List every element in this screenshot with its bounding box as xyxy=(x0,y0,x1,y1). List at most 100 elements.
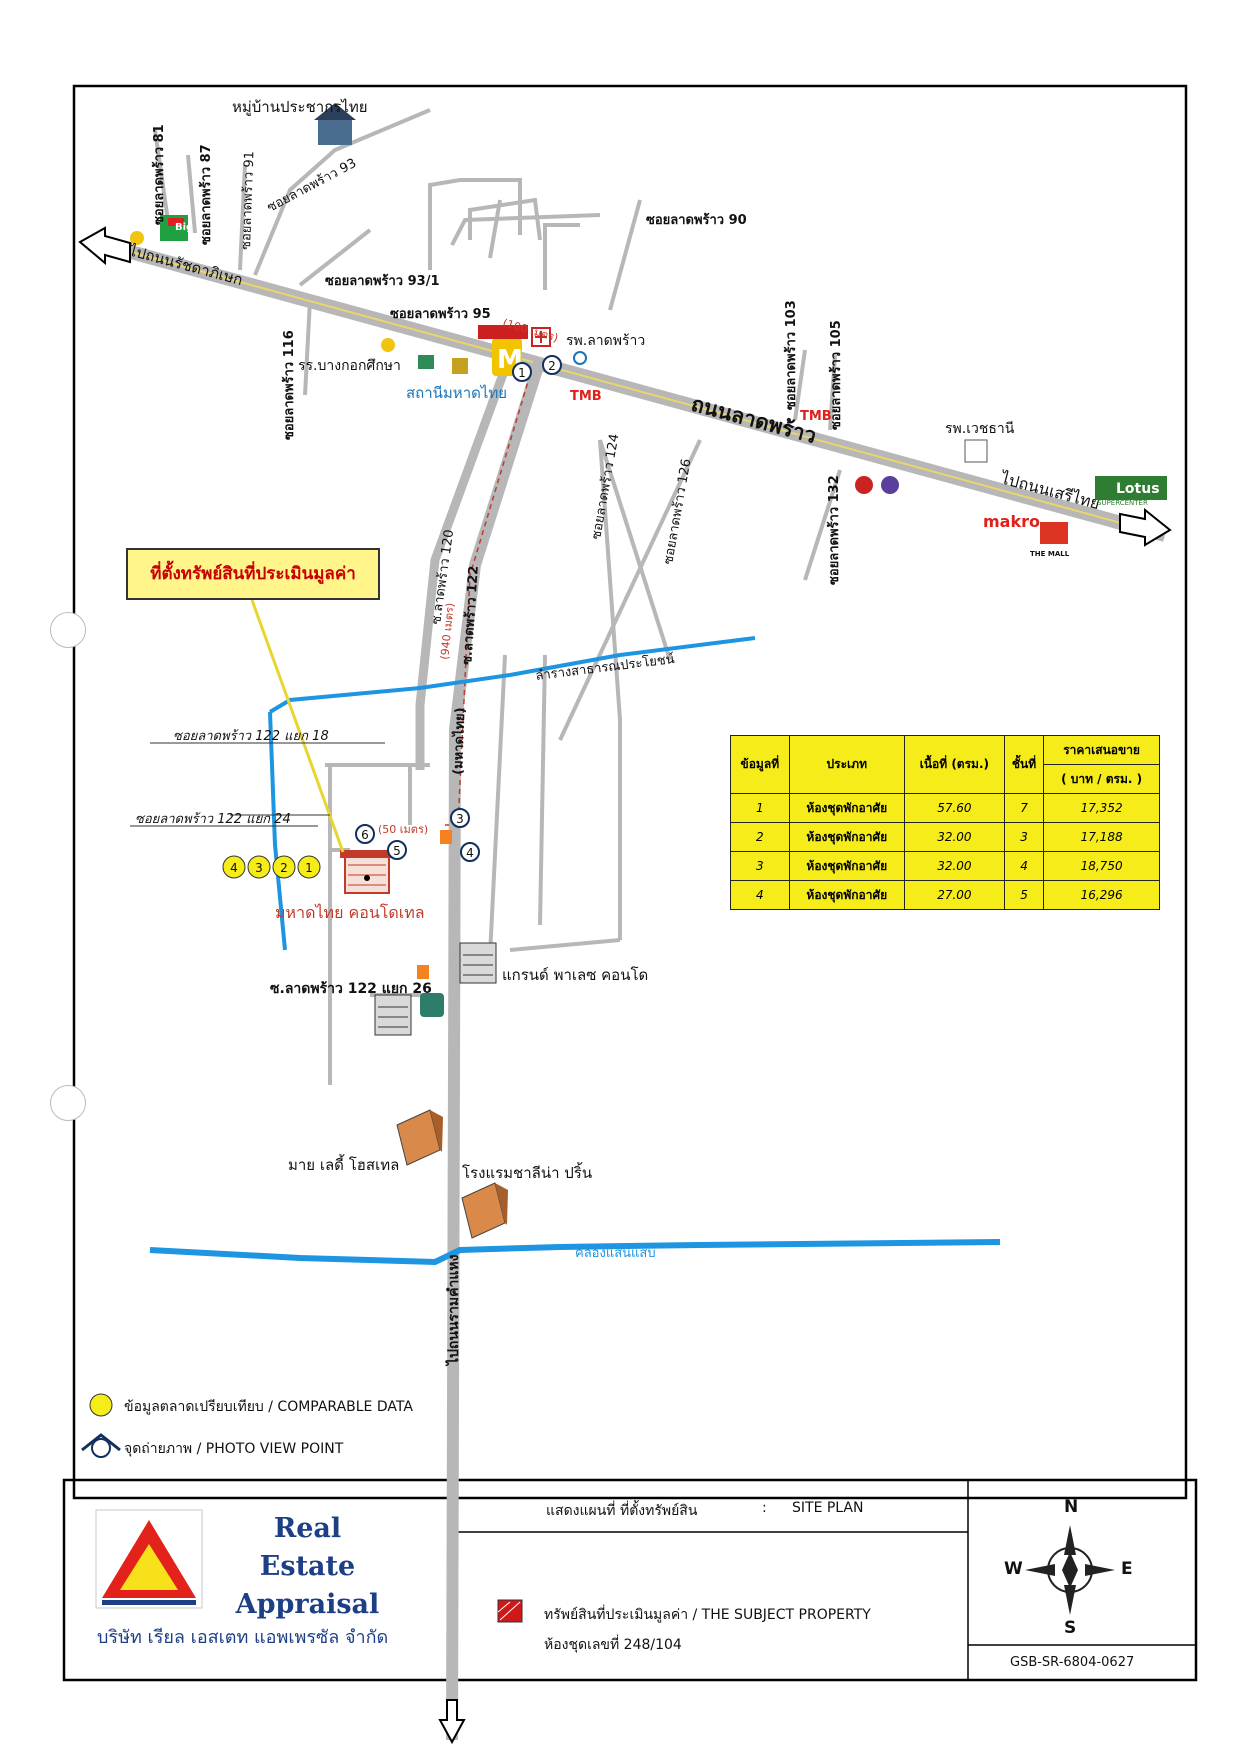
soi-122-road xyxy=(446,358,546,1741)
col-header: ราคาเสนอขาย xyxy=(1043,735,1160,765)
foodland-sign xyxy=(478,325,528,339)
unit-number: ห้องชุดเลขที่ 248/104 xyxy=(544,1637,682,1653)
label-hospital: รพ.ลาดพร้าว xyxy=(566,333,645,349)
scb-icon xyxy=(881,476,899,494)
label-makro: makro xyxy=(983,512,1040,531)
table-cell: 2 xyxy=(730,822,790,852)
table-cell: 27.00 xyxy=(903,880,1005,910)
label-soi-116: ซอยลาดพร้าว 116 xyxy=(281,330,297,440)
label-soi-81: ซอยลาดพร้าว 81 xyxy=(151,124,167,225)
company-logo xyxy=(95,1509,203,1609)
table-cell: ห้องชุดพักอาศัย xyxy=(788,880,905,910)
svg-text:6: 6 xyxy=(361,828,369,842)
vejthani-hospital-icon xyxy=(964,439,988,463)
svg-text:3: 3 xyxy=(456,812,464,826)
distance-route xyxy=(445,374,531,826)
table-row: 4 ห้องชุดพักอาศัย 27.00 5 16,296 xyxy=(730,880,1160,910)
label-lotus-sub: SUPERCENTER xyxy=(1097,499,1148,507)
label-mahatthai: (มหาดไทย) xyxy=(449,707,468,775)
label-soi-122: ซ.ลาดพร้าว 122 xyxy=(459,565,482,665)
legend-comparable: ข้อมูลตลาดเปรียบเทียบ / COMPARABLE DATA xyxy=(124,1399,413,1415)
subject-property-icon xyxy=(340,850,394,894)
label-soi-122-24: ซอยลาดพร้าว 122 แยก 24 xyxy=(135,812,291,827)
label-lotus: Lotus xyxy=(1116,481,1160,497)
table-cell: 16,296 xyxy=(1043,880,1160,910)
bank-icon xyxy=(420,993,444,1017)
svg-text:2: 2 xyxy=(548,359,556,373)
label-distance-50: (50 เมตร) xyxy=(378,823,428,836)
arrow-down-icon xyxy=(438,1699,466,1745)
label-soi-87: ซอยลาดพร้าว 87 xyxy=(198,144,214,245)
label-station: สถานีมหาดไทย xyxy=(406,384,507,402)
legend-comparable-dot xyxy=(89,1393,113,1417)
punch-hole-top xyxy=(50,612,86,648)
table-cell: 3 xyxy=(730,851,790,881)
label-to-ratchada: ไปถนนรัชดาภิเษก xyxy=(126,241,245,289)
table-cell: 1 xyxy=(730,793,790,823)
seven-eleven-icon xyxy=(440,830,452,844)
arrow-left-icon xyxy=(78,226,131,266)
table-cell: ห้องชุดพักอาศัย xyxy=(788,793,905,823)
svg-text:4: 4 xyxy=(466,846,474,860)
public-drain xyxy=(268,636,756,714)
label-school: รร.บางกอกศึกษา xyxy=(298,358,401,374)
svg-text:4: 4 xyxy=(230,861,238,875)
grand-palace-building-icon xyxy=(459,942,497,984)
compass-w: W xyxy=(1004,1559,1023,1579)
svg-text:2: 2 xyxy=(280,861,288,875)
legend-photo: จุดถ่ายภาพ / PHOTO VIEW POINT xyxy=(124,1441,344,1457)
svg-text:5: 5 xyxy=(393,844,401,858)
label-tmb-2: TMB xyxy=(800,409,832,424)
svg-text:1: 1 xyxy=(305,861,313,875)
table-cell: 3 xyxy=(1003,822,1045,852)
label-hotel: โรงแรมชาลีน่า ปริ้น xyxy=(462,1162,592,1182)
label-tmb-1: TMB xyxy=(570,389,602,404)
label-grand-palace: แกรนด์ พาเลซ คอนโด xyxy=(502,966,648,984)
table-cell: 5 xyxy=(1003,880,1045,910)
label-soi-93: ซอยลาดพร้าว 93 xyxy=(265,156,359,216)
label-soi-103: ซอยลาดพร้าว 103 xyxy=(783,300,799,410)
table-cell: 4 xyxy=(730,880,790,910)
school-icon xyxy=(418,355,434,369)
compass-e: E xyxy=(1121,1559,1133,1579)
label-condo: มหาดไทย คอนโดเทล xyxy=(275,903,425,922)
table-cell: 7 xyxy=(1003,793,1045,823)
label-the-mall: THE MALL xyxy=(1030,550,1070,558)
company-name: Real Estate Appraisal xyxy=(235,1513,380,1620)
ptt-icon xyxy=(573,351,587,365)
plan-title-sep: : xyxy=(762,1500,767,1516)
minor-streets xyxy=(153,108,842,1085)
compass-s: S xyxy=(1064,1618,1077,1638)
label-village: หมู่บ้านประชากรไทย xyxy=(232,98,368,116)
label-soi-93-1: ซอยลาดพร้าว 93/1 xyxy=(325,273,440,289)
comparable-numbers: 4 3 2 1 xyxy=(230,861,313,875)
building-26-icon xyxy=(374,994,412,1036)
company-thai-name: บริษัท เรียล เอสเตท แอพเพรซัล จำกัด xyxy=(97,1627,389,1648)
soi-120-road xyxy=(415,353,515,770)
label-vejthani: รพ.เวชธานี xyxy=(945,421,1015,437)
label-soi-122-26: ซ.ลาดพร้าว 122 แยก 26 xyxy=(270,981,432,997)
title-block-frame xyxy=(62,1478,1198,1682)
label-soi-95: ซอยลาดพร้าว 95 xyxy=(390,306,491,322)
plan-title-en: SITE PLAN xyxy=(792,1500,864,1516)
compass-n: N xyxy=(1064,1497,1079,1517)
table-row: 1 ห้องชุดพักอาศัย 57.60 7 17,352 xyxy=(730,793,1160,823)
label-bigc: Big C xyxy=(175,222,204,233)
shell-icon xyxy=(130,231,144,245)
col-header-unit: ( บาท / ตรม. ) xyxy=(1043,764,1160,794)
table-cell: ห้องชุดพักอาศัย xyxy=(788,822,905,852)
subject-callout: ที่ตั้งทรัพย์สินที่ประเมินมูลค่า xyxy=(126,548,380,600)
table-cell: 18,750 xyxy=(1043,851,1160,881)
seven-eleven-icon-2 xyxy=(417,965,429,979)
comparable-table: ข้อมูลที่ ประเภท เนื้อที่ (ตรม.) ชั้นที่… xyxy=(730,735,1160,910)
lotus-logo xyxy=(1095,476,1167,500)
table-header-row: ข้อมูลที่ ประเภท เนื้อที่ (ตรม.) ชั้นที่… xyxy=(730,735,1160,794)
label-soi-132: ซอยลาดพร้าว 132 xyxy=(826,475,842,585)
table-cell: 17,188 xyxy=(1043,822,1160,852)
table-cell: 32.00 xyxy=(903,822,1005,852)
compass-icon xyxy=(1025,1525,1115,1615)
col-header: ข้อมูลที่ xyxy=(730,735,790,794)
label-soi-105: ซอยลาดพร้าว 105 xyxy=(828,320,844,430)
map-frame xyxy=(72,84,1188,1500)
bangkok-bank-icon xyxy=(855,476,873,494)
